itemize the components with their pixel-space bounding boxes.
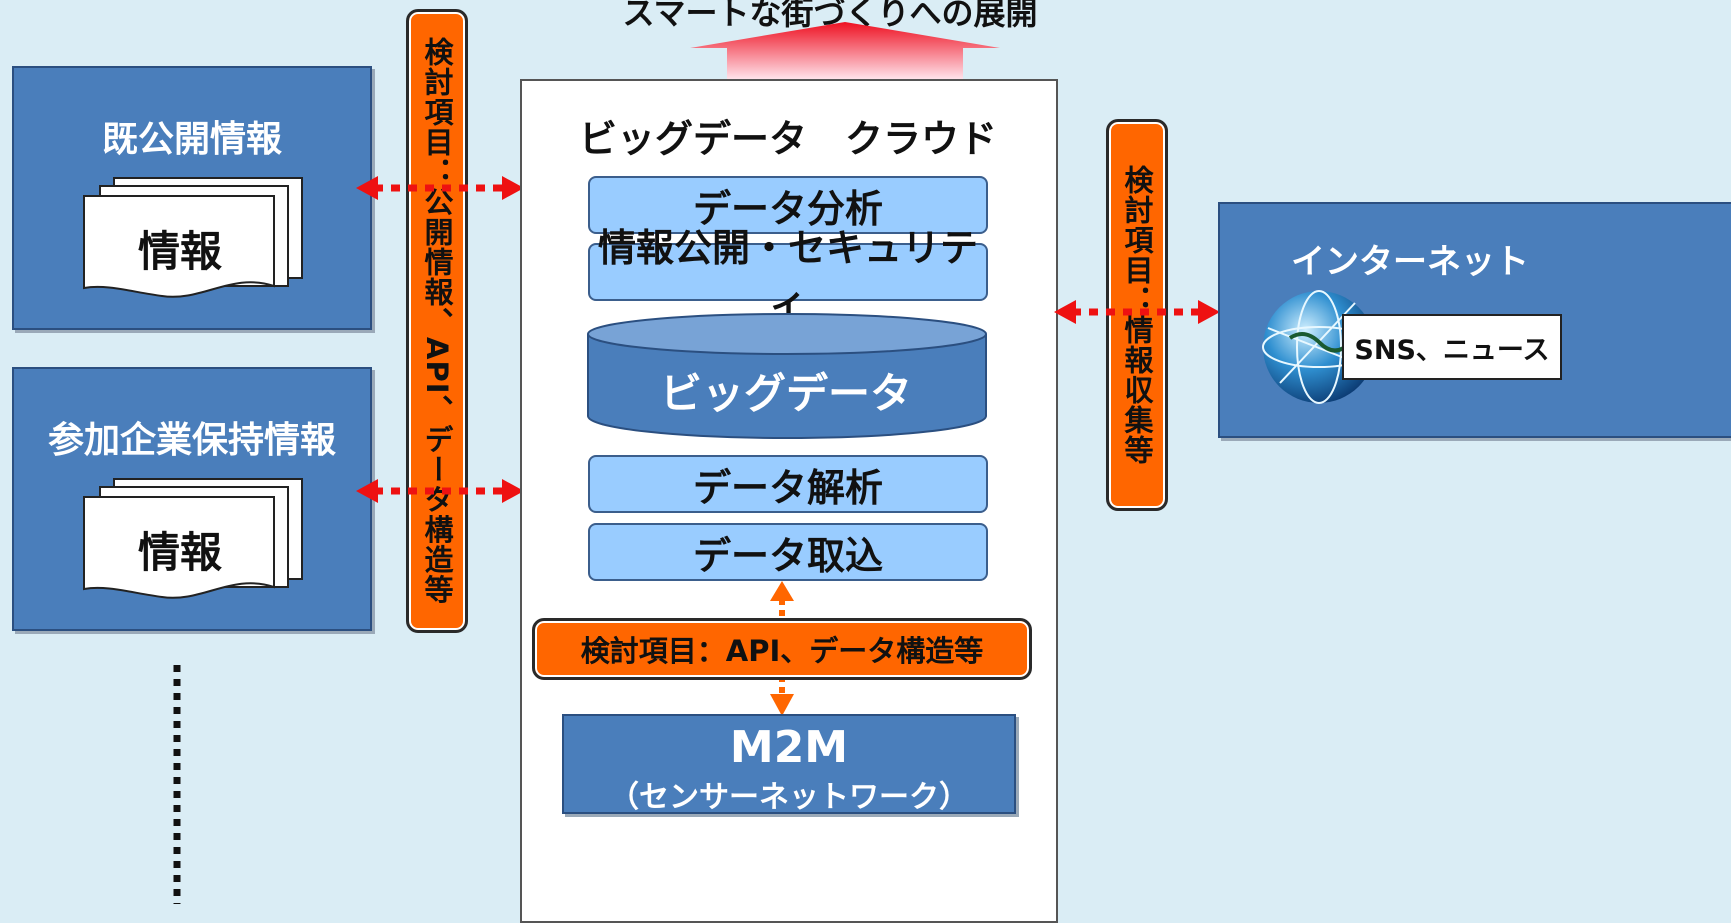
right-arrow <box>1054 300 1220 324</box>
bottom-arrow-upper <box>770 581 794 619</box>
layer-data-analysis: データ分析 <box>588 176 988 234</box>
m2m-subtitle: （センサーネットワーク） <box>609 780 969 815</box>
database-icon <box>587 313 987 439</box>
published-info-title: 既公開情報 <box>101 119 282 160</box>
layer-publication-security: 情報公開・セキュリティ <box>588 226 988 325</box>
layer-data-ingest: データ取込 <box>588 523 988 581</box>
cloud-title: ビッグデータ クラウド <box>578 117 997 161</box>
layer-data-parsing: データ解析 <box>588 455 988 513</box>
left-arrow-upper <box>356 176 524 200</box>
bottom-review-band: 検討項目：API、データ構造等 <box>532 618 1032 680</box>
left-review-label: 検討項目：公開情報、API、データ構造等 <box>420 37 454 605</box>
sns-news-label: SNS、ニュース <box>1342 314 1562 380</box>
company-info-title: 参加企業保持情報 <box>47 420 336 461</box>
continuation-dots <box>173 665 181 904</box>
up-arrow-icon <box>690 22 1000 80</box>
published-info-doc-label: 情報 <box>137 227 222 276</box>
company-info-box: 参加企業保持情報 情報 <box>12 367 372 631</box>
internet-title: インターネット <box>1291 242 1529 282</box>
internet-box: インターネット SNS、ニュース <box>1218 202 1731 438</box>
published-info-box: 既公開情報 情報 <box>12 66 372 330</box>
left-review-band: 検討項目：公開情報、API、データ構造等 <box>406 9 468 633</box>
m2m-box: M2M （センサーネットワーク） <box>562 714 1016 815</box>
document-stack-icon <box>83 478 303 599</box>
m2m-title: M2M <box>729 722 849 773</box>
bottom-review-label: 検討項目：API、データ構造等 <box>580 634 984 668</box>
company-info-doc-label: 情報 <box>137 528 222 577</box>
document-stack-icon <box>83 177 303 298</box>
database-label: ビッグデータ <box>659 369 912 418</box>
bottom-arrow-lower <box>770 676 794 716</box>
left-arrow-lower <box>356 479 524 503</box>
